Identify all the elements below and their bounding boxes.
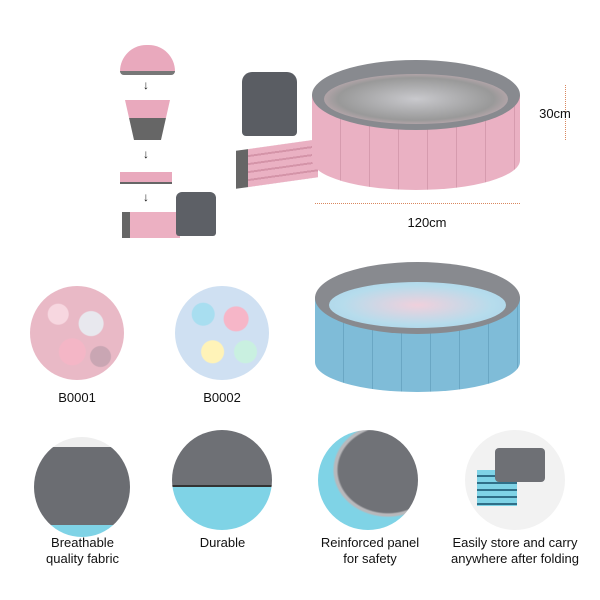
- arrow-down-icon: ↓: [143, 78, 149, 92]
- diameter-label: 120cm: [407, 215, 447, 230]
- step-folding: [125, 100, 170, 140]
- storage-bag: [242, 72, 297, 136]
- step-folded: [120, 172, 172, 184]
- arrow-down-icon: ↓: [143, 190, 149, 204]
- variant-label: B0001: [58, 390, 96, 405]
- feature-storage-image: [465, 430, 565, 530]
- height-line: [565, 85, 566, 140]
- feature-label: Durable: [199, 535, 246, 550]
- feature-panel-image: [318, 430, 418, 530]
- folded-pad: [236, 139, 318, 189]
- feature-fabric-image: [34, 437, 130, 537]
- pink-pool: [312, 60, 520, 190]
- height-label: 30cm: [539, 106, 571, 121]
- step-open-pool: [120, 45, 175, 75]
- blue-pool: [315, 262, 520, 392]
- step-pad: [122, 212, 180, 238]
- variant-label: B0002: [203, 390, 241, 405]
- variant-b0001-image: [30, 286, 124, 380]
- step-bag: [176, 192, 216, 236]
- variant-b0002-image: [175, 286, 269, 380]
- feature-durable-image: [172, 430, 272, 530]
- diameter-line: [315, 203, 520, 204]
- arrow-down-icon: ↓: [143, 147, 149, 161]
